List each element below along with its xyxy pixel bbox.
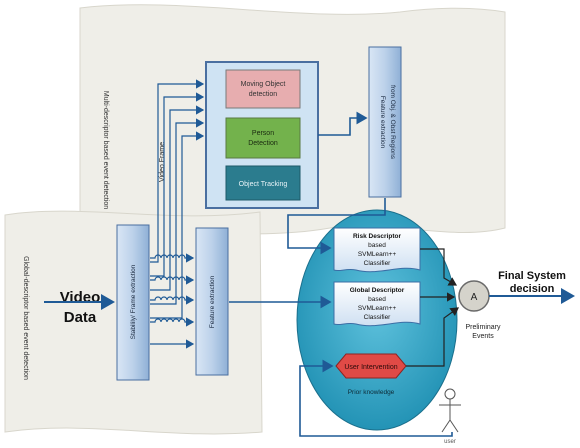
moving-object-label-1: Moving Object — [241, 81, 286, 88]
global-classifier-line1: Global Descriptor — [350, 287, 405, 294]
video-data-label-1: Video — [60, 289, 101, 306]
prior-knowledge-label: Prior knowledge — [348, 389, 395, 396]
global-classifier-line3: SVMLearn++ — [358, 305, 397, 312]
final-decision-line1: Final System — [498, 270, 566, 282]
global-classifier-line4: Classifier — [364, 314, 392, 321]
person-detection-box — [225, 117, 301, 159]
risk-classifier-line2: based — [368, 242, 386, 249]
local-region-label: Multi-descriptor based event detection — [102, 91, 109, 209]
person-detection-label-2: Detection — [248, 140, 278, 147]
user-feedback-loop — [299, 359, 453, 437]
risk-classifier-line3: SVMLearn++ — [358, 251, 397, 258]
object-tracking-label: Object Tracking — [239, 181, 288, 188]
final-decision-line2: decision — [510, 283, 555, 295]
intervention-to-fusion-arrow — [406, 307, 459, 367]
user-label: user — [444, 439, 456, 445]
risk-classifier-line4: Classifier — [364, 260, 392, 267]
fusion-node-label: A — [471, 292, 478, 303]
detection-to-regions-arrow — [318, 111, 368, 136]
preliminary-events-line1: Preliminary — [465, 324, 501, 331]
feature-extraction-column — [195, 227, 229, 376]
moving-object-label-2: detection — [249, 91, 278, 98]
risk-classifier-box — [333, 227, 421, 273]
feature-extraction-regions-column — [368, 46, 402, 198]
stability-frame-label: Stabilily/ Frame extraction — [130, 264, 137, 339]
risk-classifier-line1: Risk Descriptor — [353, 233, 402, 240]
global-classifier-box — [333, 281, 421, 327]
object-tracking-box — [225, 165, 301, 201]
user-icon — [439, 388, 461, 433]
video-data-label-2: Data — [64, 309, 97, 326]
frame-to-feature-arrows — [150, 253, 195, 349]
global-region-label: Global-descriptor based event detection — [22, 256, 29, 380]
feature-extraction-label: Feature extraction — [209, 275, 216, 328]
person-detection-label-1: Person — [252, 130, 274, 137]
video-frame-bus — [150, 79, 205, 319]
user-intervention-label: User Intervention — [344, 364, 397, 371]
regions-to-risk-arrow — [287, 198, 386, 255]
preliminary-events-line2: Events — [472, 333, 494, 340]
moving-object-box — [225, 69, 301, 109]
feature-extraction-regions-label-1: Feature extraction — [379, 96, 386, 149]
feature-extraction-regions-label-2: from Obj. & Obst Regions — [389, 85, 396, 160]
risk-to-fusion-arrow — [420, 248, 458, 286]
stability-frame-column — [116, 224, 150, 381]
global-classifier-line2: based — [368, 296, 386, 303]
video-frame-label: Video Frame — [159, 142, 166, 182]
